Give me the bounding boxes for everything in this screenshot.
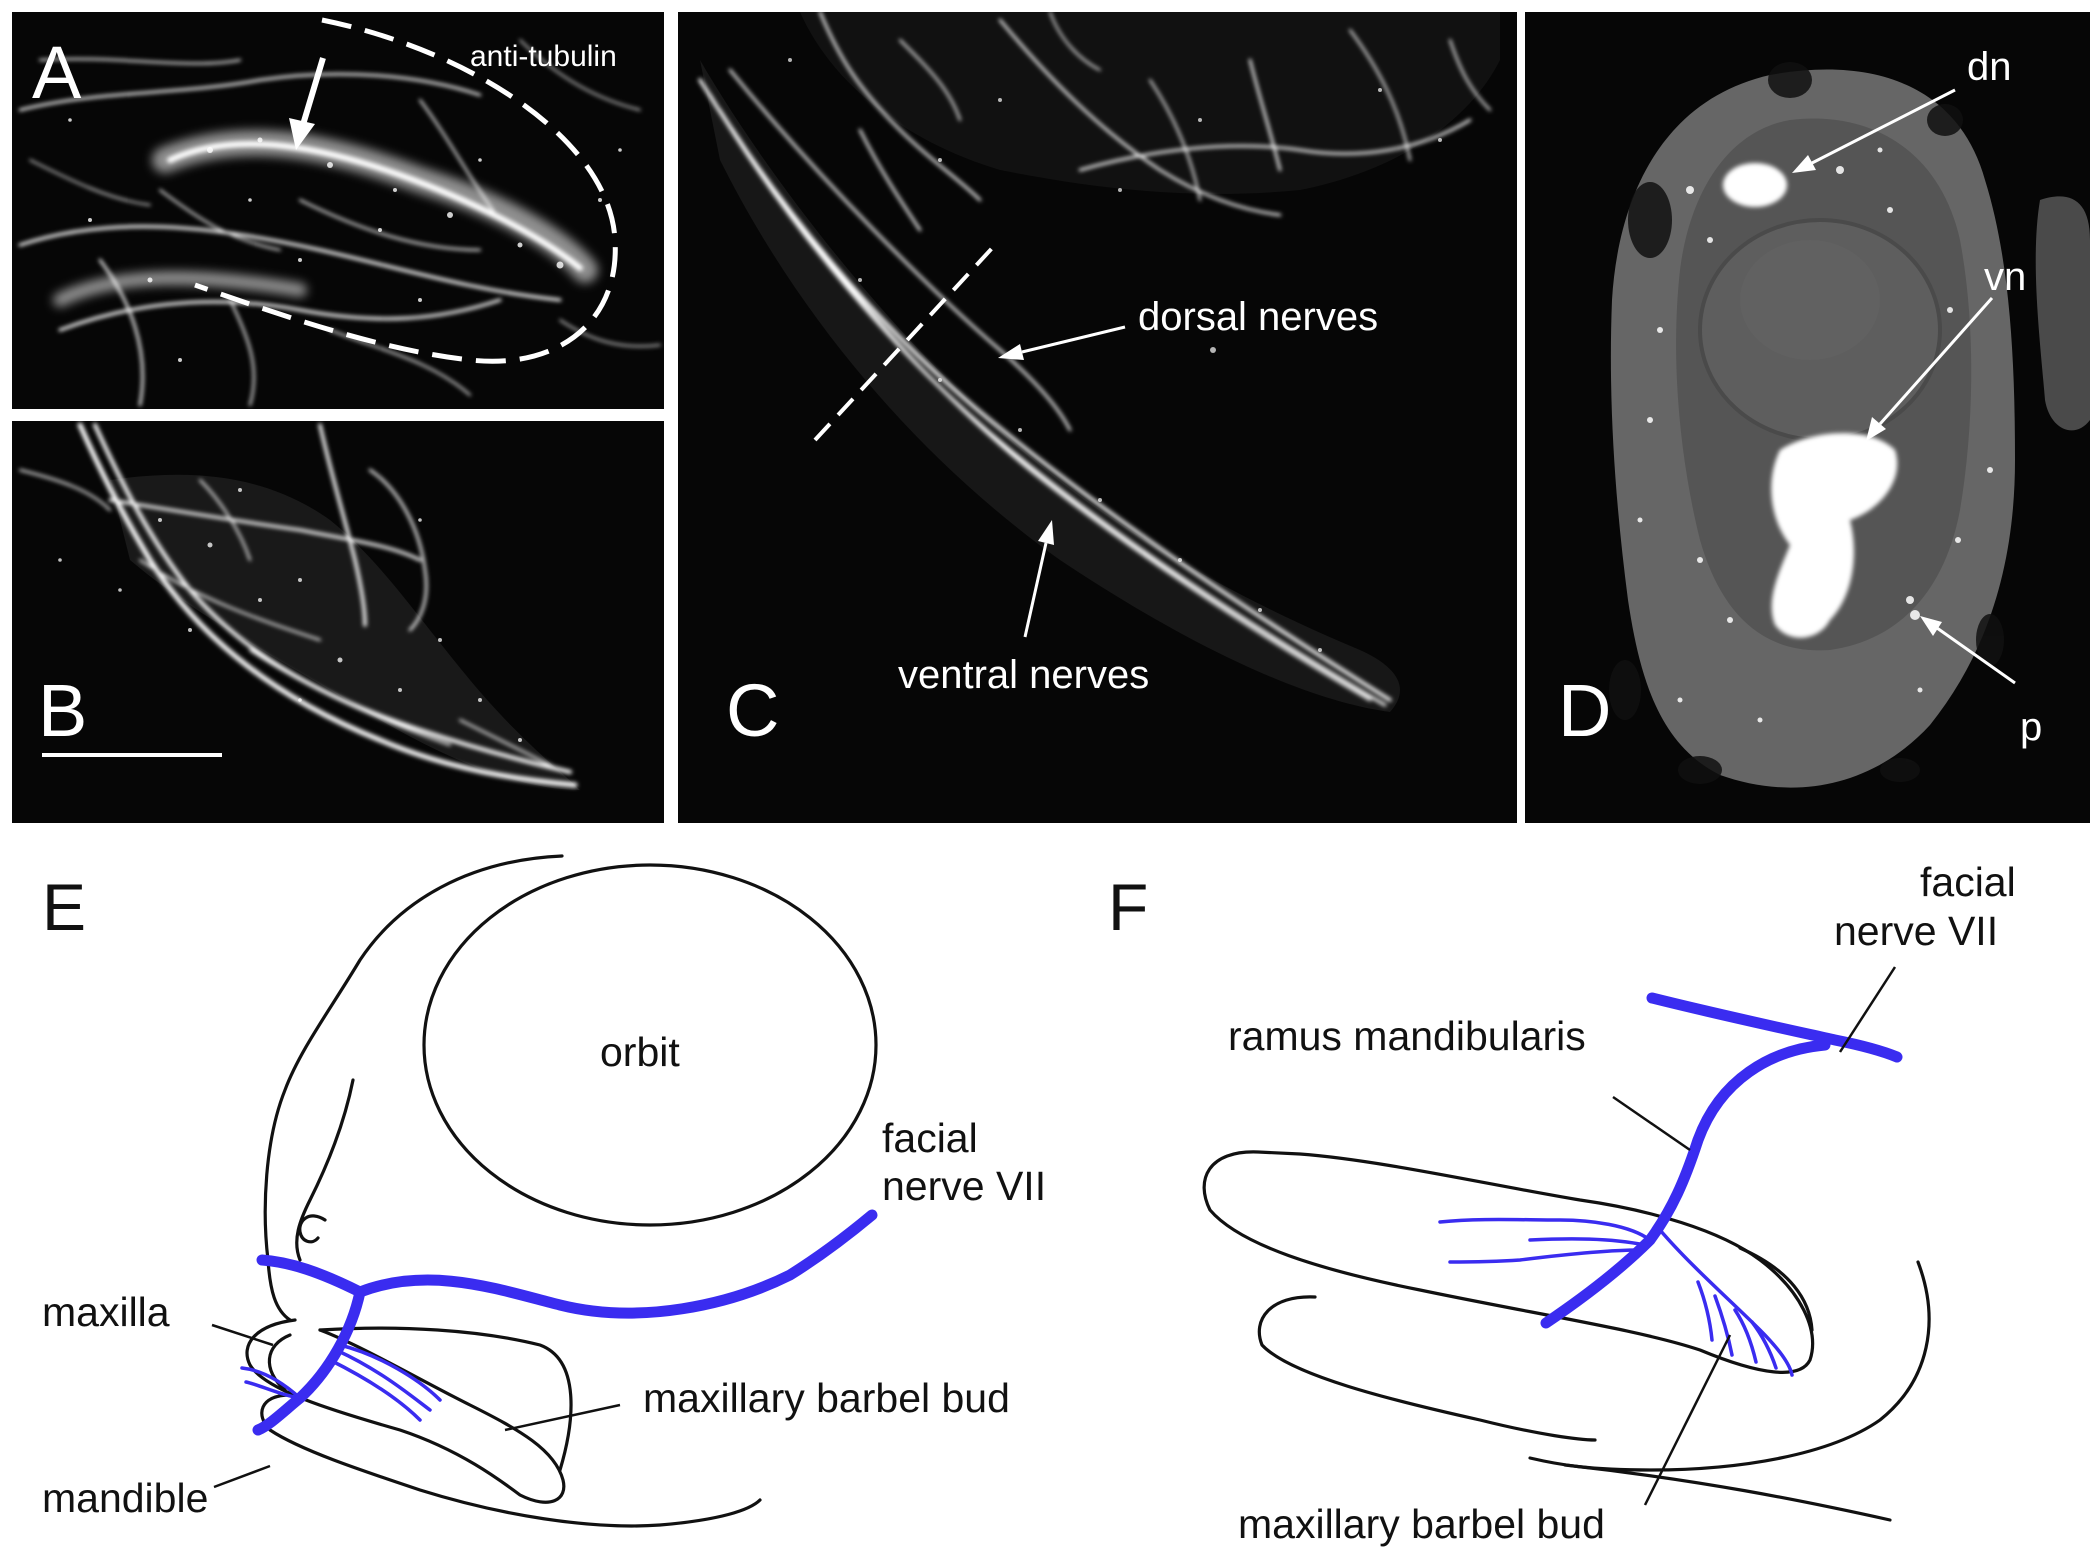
panel-b-letter: B <box>38 669 87 752</box>
facial-nerve-label-line1: facial <box>882 1115 978 1161</box>
panel-a-micrograph <box>12 12 664 409</box>
panel-b-fibers <box>19 422 580 790</box>
section-plane-dashed <box>813 243 997 442</box>
maxilla-outline <box>245 1318 566 1504</box>
jaw-outlines <box>245 1318 762 1528</box>
ramus-leader <box>1612 1095 1691 1152</box>
mandible-leader <box>213 1464 271 1489</box>
orbit-outline <box>422 863 878 1227</box>
panel-e: E orbit facial nerve VII maxilla <box>42 854 1046 1528</box>
mandible-label: mandible <box>42 1475 208 1521</box>
panel-d-letter: D <box>1558 669 1611 752</box>
panel-a-fibers <box>18 39 661 407</box>
facial-nerve-e <box>240 1209 878 1436</box>
p-label: p <box>2020 705 2042 749</box>
panel-b: B <box>12 421 664 823</box>
jaw-outline-f <box>1257 1295 1597 1442</box>
panel-a-letter: A <box>32 31 82 114</box>
ventral-arrow <box>1023 520 1054 638</box>
vn-arrow <box>1866 297 1994 441</box>
facial-nerve-f <box>1438 992 1903 1377</box>
dorsal-nerves-label: dorsal nerves <box>1138 295 1378 339</box>
panel-c-letter: C <box>726 669 779 752</box>
dn-label: dn <box>1967 45 2012 89</box>
panel-a: A anti-tubulin <box>12 12 664 409</box>
facial-nerve-f-label-line1: facial <box>1920 859 2016 905</box>
panel-f-letter: F <box>1108 870 1148 944</box>
panel-d: dn vn p D <box>1525 12 2090 823</box>
orbit-label: orbit <box>600 1029 680 1075</box>
ramus-mandibularis-label: ramus mandibularis <box>1228 1013 1586 1059</box>
lower-line-f <box>1563 1463 1892 1522</box>
facial-nerve-f-label-line2: nerve VII <box>1834 908 1998 954</box>
panel-a-arrow <box>289 57 326 150</box>
dn-arrow <box>1792 88 1956 173</box>
barbel-leader-f <box>1643 1334 1732 1506</box>
barbel-bud-outline <box>1202 1150 1815 1374</box>
barbel-label-f: maxillary barbel bud <box>1238 1501 1605 1547</box>
maxilla-label: maxilla <box>42 1289 170 1335</box>
panel-d-section <box>1609 62 2090 788</box>
head-outline <box>263 854 564 1322</box>
panel-f: F facial nerve VII ramus mandibularis ma… <box>1108 859 2016 1547</box>
barbel-outlines-f <box>1202 1150 1931 1522</box>
barbel-outline-dashed <box>194 17 618 364</box>
panel-c-fibers <box>698 12 1500 712</box>
snout-outline-f <box>1738 1246 1814 1332</box>
dorsal-arrow <box>998 325 1126 360</box>
barbel-label-e: maxillary barbel bud <box>643 1375 1010 1421</box>
ventral-nerves-label: ventral nerves <box>898 653 1149 697</box>
anti-tubulin-label: anti-tubulin <box>470 40 617 73</box>
p-arrow <box>1920 616 2016 685</box>
maxilla-leader <box>211 1323 274 1347</box>
panel-c: dorsal nerves ventral nerves C <box>678 12 1517 823</box>
panel-e-letter: E <box>42 870 86 944</box>
facial-nerve-label-line2: nerve VII <box>882 1163 1046 1209</box>
barbel-leader-e <box>504 1403 621 1432</box>
facial-leader-f <box>1838 966 1897 1053</box>
vn-label: vn <box>1984 255 2026 299</box>
jaw-lower-outline <box>318 1326 573 1472</box>
